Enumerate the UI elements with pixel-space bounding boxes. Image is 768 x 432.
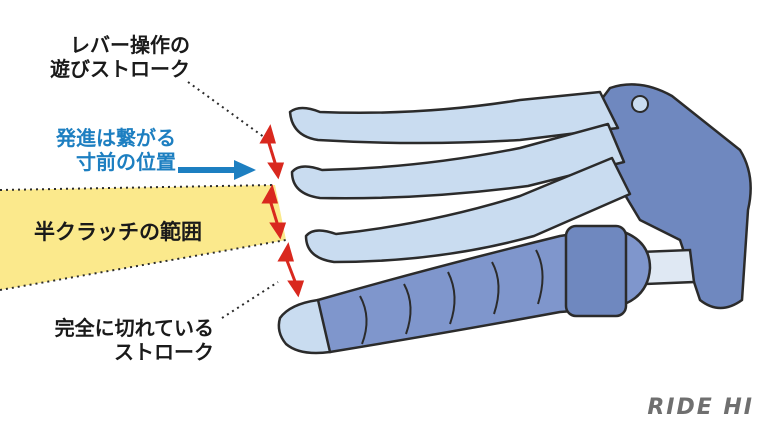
grip-pattern [359, 249, 544, 345]
grip-end-cap [277, 298, 332, 355]
play-stroke-leader [187, 81, 269, 141]
half-clutch-band-bottom-edge [0, 239, 287, 291]
play-stroke-label-line1: レバー操作の [70, 33, 190, 57]
half-clutch-band [0, 185, 286, 290]
engage-point-label: 発進は繋がる 寸前の位置 [26, 126, 176, 174]
disengaged-leader [221, 281, 279, 319]
engage-point-label-line2: 寸前の位置 [76, 150, 176, 174]
half-clutch-band-top-edge [0, 184, 276, 191]
engage-point-arrow [178, 160, 256, 180]
lever-position-half [304, 156, 632, 264]
engage-point-label-line1: 発進は繋がる [56, 126, 176, 150]
lever-position-rest [288, 90, 620, 145]
disengaged-stroke-label-line1: 完全に切れている [54, 316, 214, 340]
range-arrow-disengaged [277, 242, 305, 298]
half-clutch-label: 半クラッチの範囲 [34, 220, 202, 244]
lever-perch [590, 83, 752, 310]
lever-position-engage [290, 122, 626, 200]
ride-hi-logo: RIDE HI [647, 395, 754, 420]
play-stroke-label-line2: 遊びストローク [50, 57, 190, 81]
disengaged-stroke-label-line2: ストローク [114, 340, 214, 364]
disengaged-stroke-label: 完全に切れている ストローク [14, 316, 214, 364]
pivot-bolt [631, 95, 649, 113]
range-arrow-half-clutch [261, 184, 287, 240]
switch-housing [564, 224, 628, 318]
range-arrow-play [259, 124, 285, 180]
play-stroke-label: レバー操作の 遊びストローク [30, 33, 190, 81]
